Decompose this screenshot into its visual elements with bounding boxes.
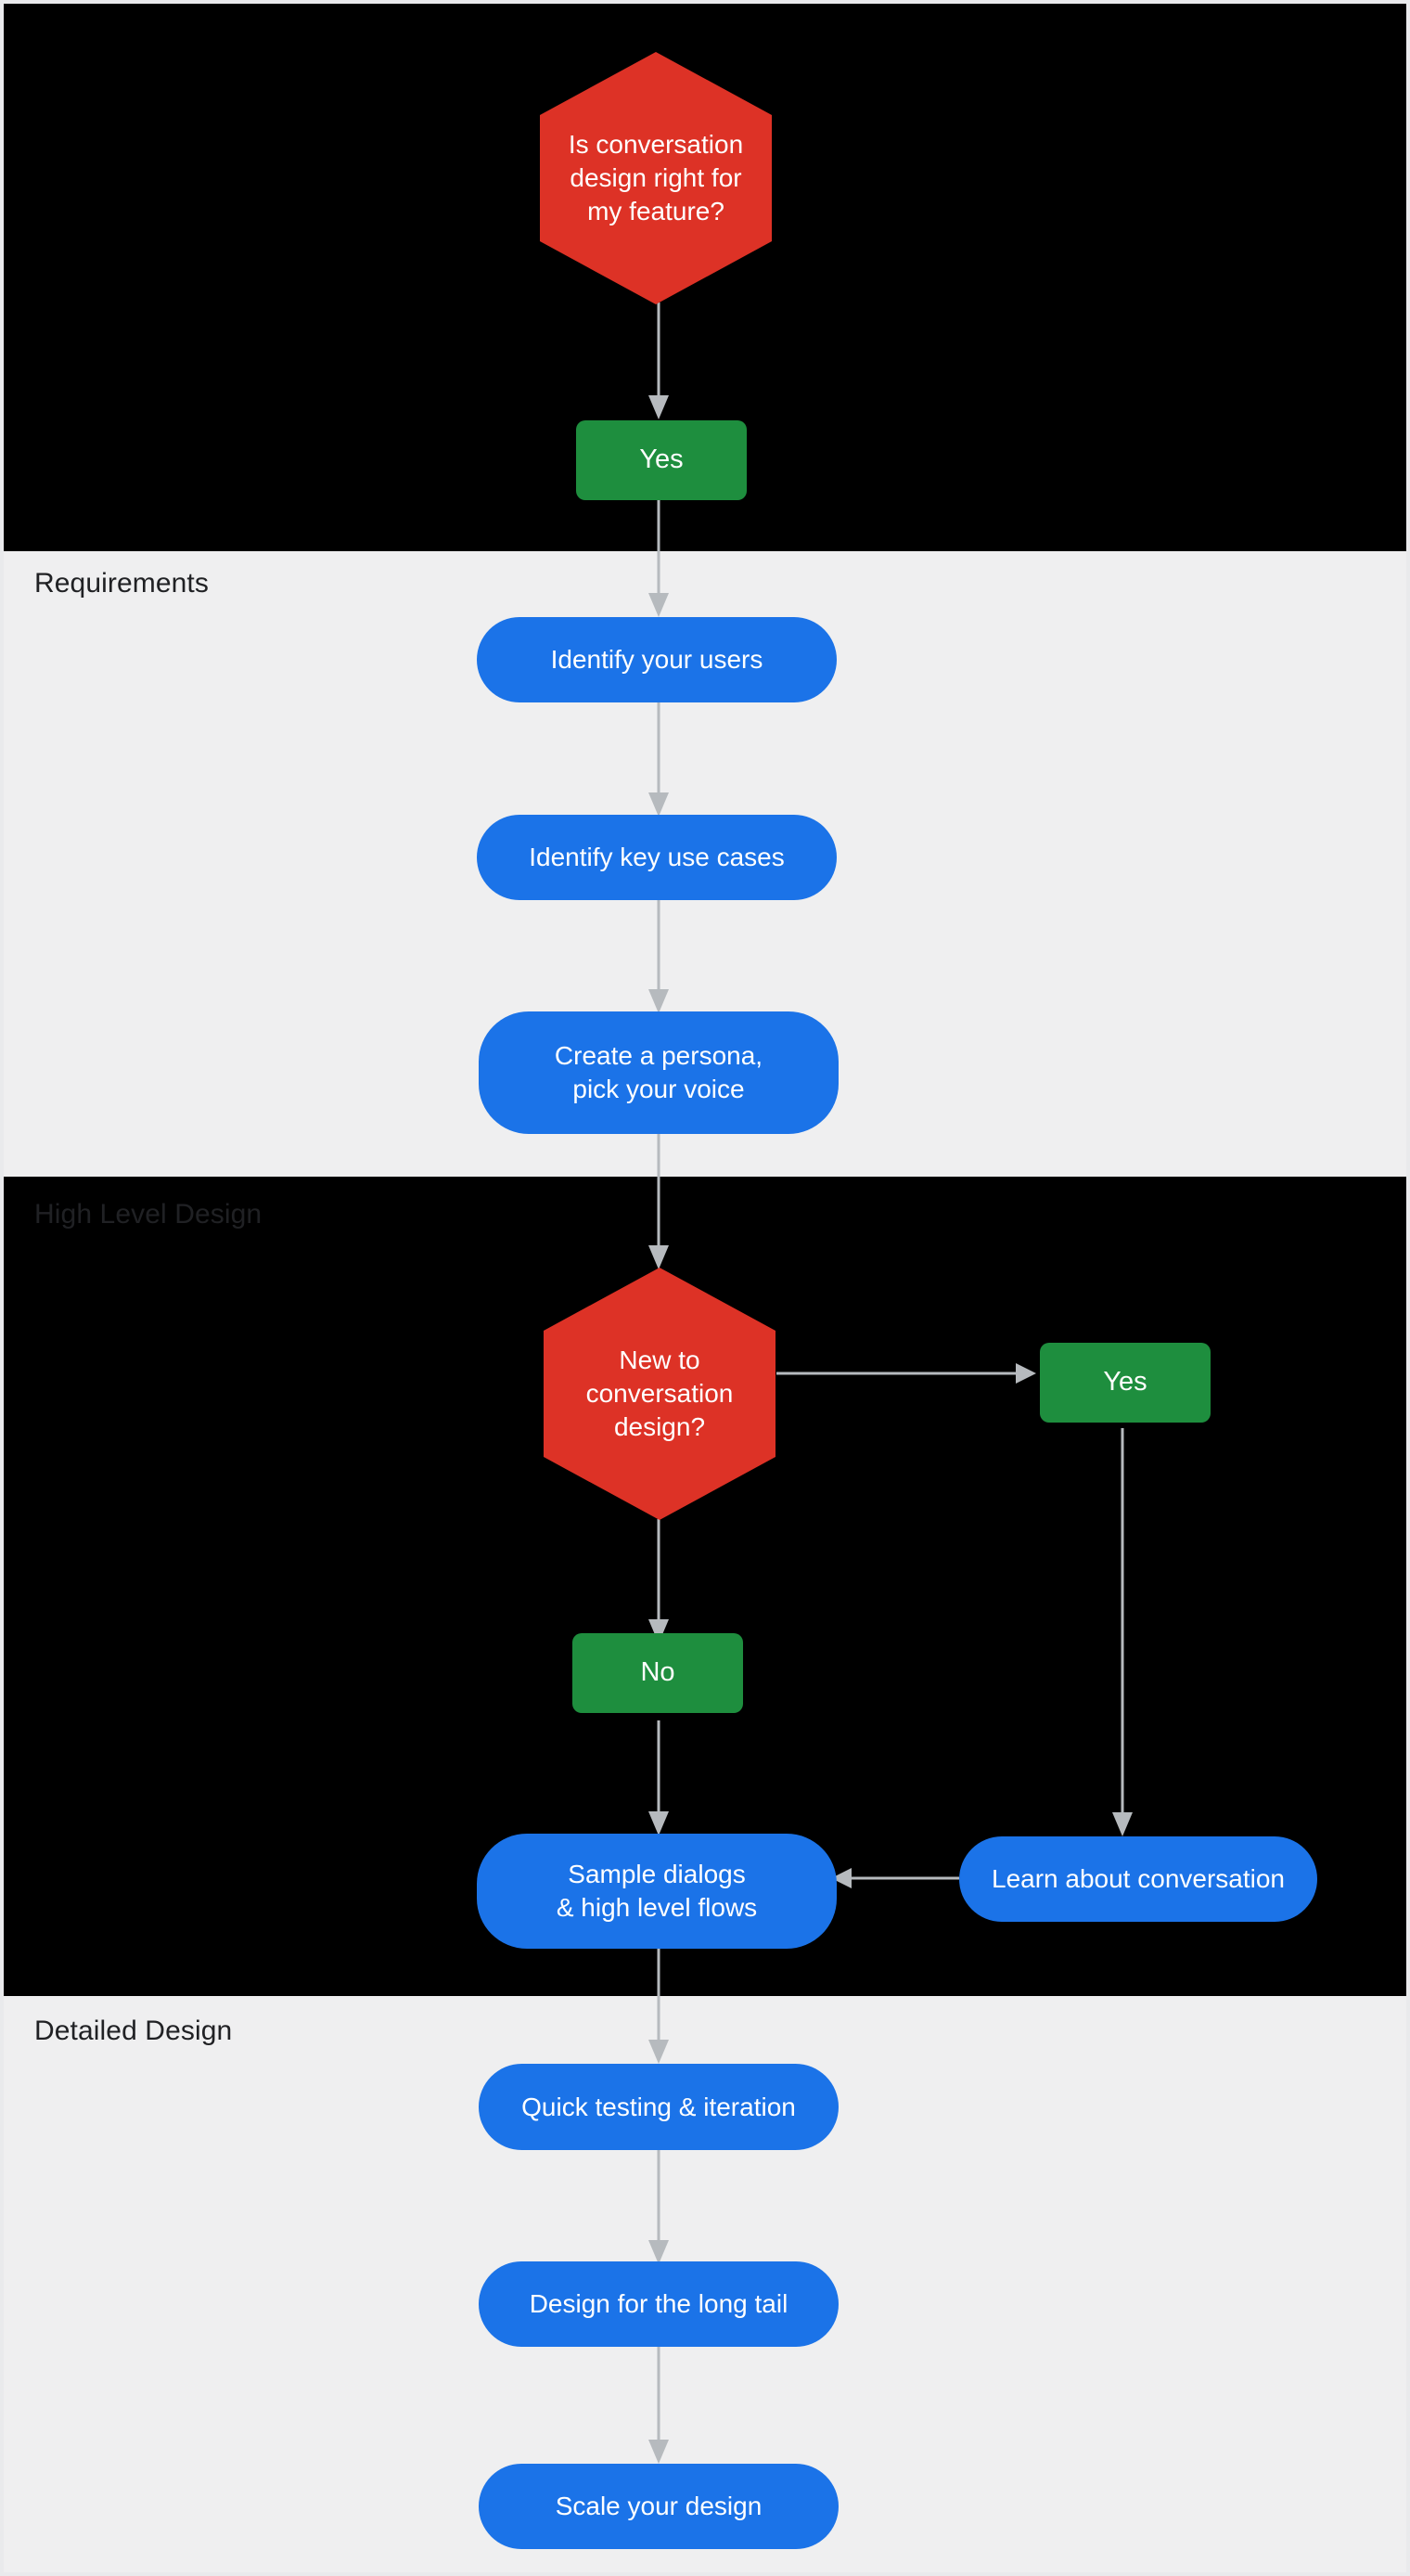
node-label: No — [640, 1657, 675, 1688]
node-label: Identify your users — [550, 645, 763, 675]
connector-line — [657, 1519, 660, 1619]
arrowhead-down-icon — [648, 2240, 669, 2264]
connector-line — [657, 303, 660, 395]
edge-decision-new-to-yes-2 — [776, 1361, 1038, 1385]
node-label: Design for the long tail — [529, 2289, 788, 2319]
edge-identify-users-to-identify-cases — [640, 702, 677, 817]
edge-create-persona-to-decision-new — [640, 1134, 677, 1269]
edge-yes-2-to-learn-about — [1104, 1428, 1141, 1836]
arrowhead-down-icon — [648, 989, 669, 1013]
node-decision-is-conversation-design-right[interactable]: Is conversation design right for my feat… — [540, 52, 772, 304]
connector-line — [1121, 1428, 1124, 1812]
edge-design-long-tail-to-scale-design — [640, 2347, 677, 2464]
node-label: Identify key use cases — [529, 843, 785, 872]
band-label-detailed-design: Detailed Design — [34, 2016, 233, 2046]
node-identify-your-users[interactable]: Identify your users — [477, 617, 837, 702]
connector-line — [657, 2347, 660, 2440]
arrowhead-down-icon — [1112, 1812, 1133, 1836]
edge-identify-cases-to-create-persona — [640, 899, 677, 1013]
edge-decision-new-to-no — [640, 1519, 677, 1643]
node-sample-dialogs-and-high-level-flows[interactable]: Sample dialogs & high level flows — [477, 1834, 837, 1949]
connector-line — [657, 899, 660, 989]
edge-no-to-sample-dialogs — [640, 1720, 677, 1835]
band-label-high-level-design: High Level Design — [34, 1199, 263, 1230]
node-label: Scale your design — [555, 2492, 763, 2521]
connector-line — [657, 1947, 660, 2040]
arrowhead-down-icon — [648, 1245, 669, 1269]
node-scale-your-design[interactable]: Scale your design — [479, 2464, 839, 2549]
connector-line — [657, 500, 660, 593]
node-answer-yes-2[interactable]: Yes — [1040, 1343, 1211, 1423]
node-answer-yes-1[interactable]: Yes — [576, 420, 747, 500]
edge-sample-dialogs-to-quick-testing — [640, 1947, 677, 2064]
arrowhead-down-icon — [648, 1811, 669, 1835]
arrowhead-down-icon — [648, 2440, 669, 2464]
edge-quick-testing-to-design-long-tail — [640, 2150, 677, 2264]
arrowhead-right-icon — [1016, 1363, 1036, 1384]
node-label: Create a persona, pick your voice — [554, 1041, 763, 1103]
node-label: New to conversation design? — [585, 1346, 734, 1441]
node-learn-about-conversation[interactable]: Learn about conversation — [959, 1836, 1317, 1922]
node-label: Quick testing & iteration — [521, 2092, 796, 2121]
node-create-a-persona-pick-your-voice[interactable]: Create a persona, pick your voice — [479, 1011, 839, 1134]
node-answer-no[interactable]: No — [572, 1633, 743, 1713]
node-label: Yes — [639, 444, 684, 475]
connector-line — [776, 1372, 1018, 1375]
edge-yes-1-to-identify-users — [640, 500, 677, 617]
arrowhead-down-icon — [648, 395, 669, 419]
arrowhead-down-icon — [648, 792, 669, 817]
connector-line — [657, 1720, 660, 1811]
connector-line — [657, 1134, 660, 1245]
edge-decision-start-to-yes-1 — [640, 303, 677, 419]
connector-line — [852, 1876, 959, 1880]
node-label: Yes — [1103, 1367, 1147, 1397]
arrowhead-down-icon — [648, 2040, 669, 2064]
arrowhead-down-icon — [648, 593, 669, 617]
edge-learn-about-to-sample-dialogs — [831, 1866, 959, 1890]
node-label: Learn about conversation — [992, 1864, 1285, 1894]
node-decision-new-to-conversation-design[interactable]: New to conversation design? — [544, 1268, 776, 1520]
node-label: Is conversation design right for my feat… — [568, 130, 744, 225]
connector-line — [657, 702, 660, 792]
connector-line — [657, 2150, 660, 2240]
node-label: Sample dialogs & high level flows — [556, 1860, 758, 1922]
band-label-requirements: Requirements — [34, 568, 209, 599]
node-quick-testing-and-iteration[interactable]: Quick testing & iteration — [479, 2064, 839, 2150]
node-identify-key-use-cases[interactable]: Identify key use cases — [477, 815, 837, 900]
node-design-for-the-long-tail[interactable]: Design for the long tail — [479, 2261, 839, 2347]
